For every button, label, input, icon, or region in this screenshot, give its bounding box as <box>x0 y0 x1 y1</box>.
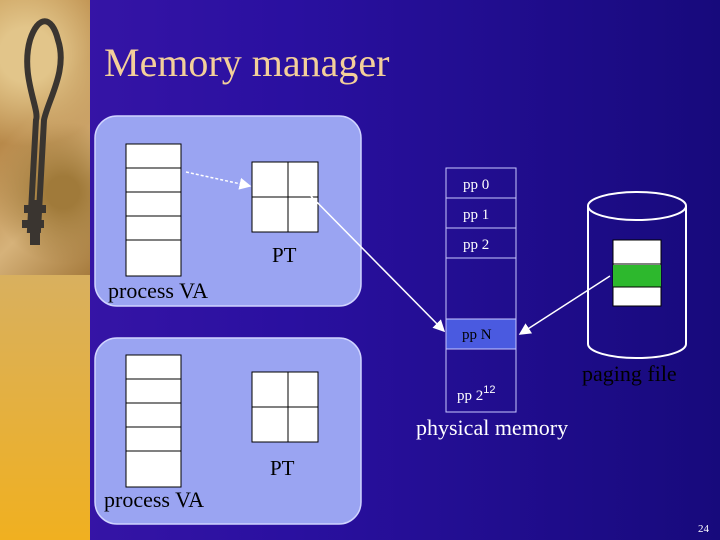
process-va-2-address-space <box>125 354 182 488</box>
paging-file-label: paging file <box>582 361 677 386</box>
paging-file-to-memory-arrow <box>518 275 611 335</box>
page-frame-label-0: pp 0 <box>463 177 489 193</box>
process-va-1-group: PT process VA <box>94 115 362 307</box>
pt-to-memory-arrow <box>299 184 446 333</box>
page-frame-label-1: pp 1 <box>463 207 489 223</box>
process-va-2-page-table <box>251 371 319 443</box>
paging-file: paging file <box>582 191 687 386</box>
page-frame-label-2: pp 2 <box>463 237 489 253</box>
va-to-pt-arrow <box>185 171 252 190</box>
physical-memory-frame <box>445 167 517 413</box>
paging-file-cylinder-top <box>587 191 687 221</box>
paging-file-highlighted-page <box>613 265 661 287</box>
page-number: 24 <box>698 523 710 535</box>
key-photo <box>0 0 90 275</box>
process-va-1-address-space <box>125 143 182 277</box>
paging-file-cylinder-body <box>587 206 687 359</box>
process-va-1-label: process VA <box>108 278 208 303</box>
physical-memory-label: physical memory <box>416 415 568 440</box>
process-va-2-label: process VA <box>104 487 204 512</box>
process-va-2-pt-label: PT <box>270 456 295 480</box>
process-va-1-pt-label: PT <box>272 243 297 267</box>
slide-title: Memory manager <box>104 40 389 85</box>
physical-memory: pp 0 pp 1 pp 2 pp N pp 212 physical memo… <box>416 167 568 440</box>
key-icon <box>22 18 64 245</box>
page-frame-pp-n <box>445 318 517 350</box>
process-va-2-group: PT process VA <box>94 337 362 525</box>
process-va-1-page-table <box>251 161 319 233</box>
page-frame-label-last: pp 212 <box>457 384 496 404</box>
page-frame-label-n: pp N <box>462 327 492 343</box>
